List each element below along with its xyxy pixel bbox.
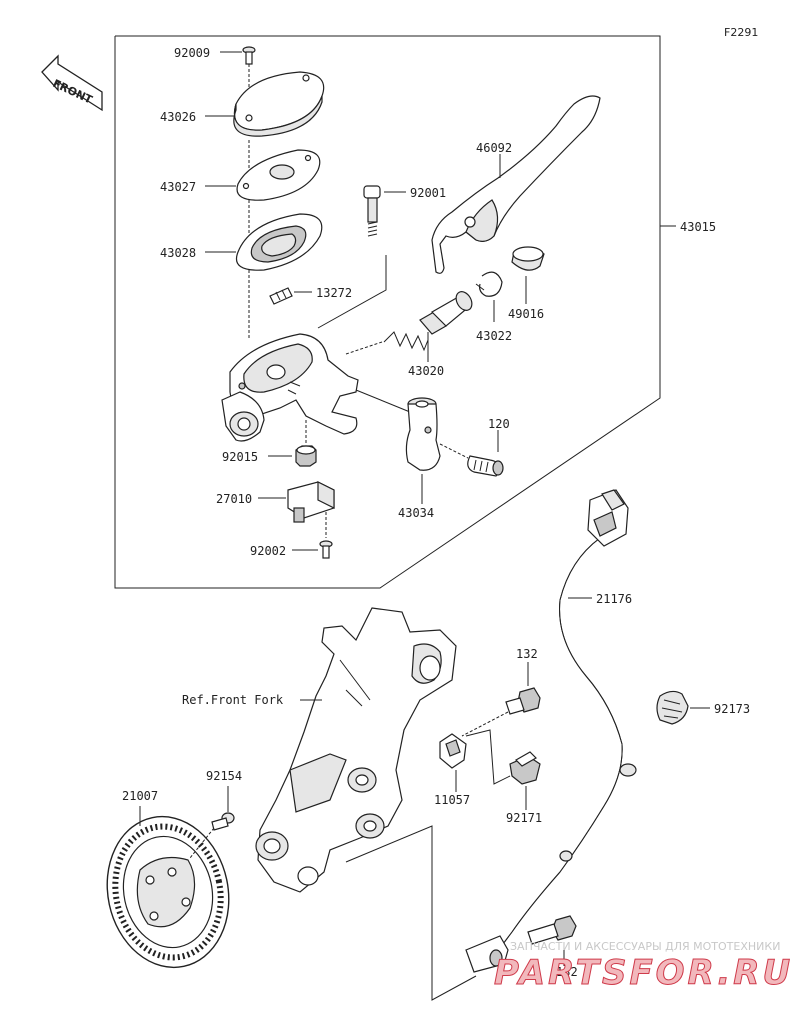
sensor-rotor-21007 <box>106 815 230 969</box>
callout-92173: 92173 <box>714 702 750 716</box>
front-fork-leg <box>255 607 457 893</box>
bracket-11057 <box>439 733 467 769</box>
callout-43027: 43027 <box>160 180 196 194</box>
figure-code: F2291 <box>724 26 758 39</box>
callout-49016: 49016 <box>508 307 544 321</box>
screw-92154 <box>211 812 235 831</box>
callout-43026: 43026 <box>160 110 196 124</box>
callout-92171: 92171 <box>506 811 542 825</box>
bolt-132-lower <box>527 915 577 945</box>
callout-132-upper: 132 <box>516 647 538 661</box>
abs-sensor-lead-21176 <box>465 489 637 973</box>
callout-92002: 92002 <box>250 544 286 558</box>
axis-bolt-92001 <box>317 255 387 329</box>
clamp-92173 <box>656 690 689 725</box>
axis-sensor-mount <box>465 729 511 785</box>
reservoir-cap-43026 <box>233 71 325 137</box>
axis-rotor-screw <box>189 827 215 859</box>
callout-92154: 92154 <box>206 769 242 783</box>
clip-13272 <box>269 287 293 305</box>
lever-46092 <box>431 95 601 274</box>
callout-120: 120 <box>488 417 510 431</box>
axis-body-clamp <box>355 389 411 413</box>
bolt-132-upper <box>505 687 541 715</box>
front-direction-badge: FRONT <box>41 54 103 112</box>
callout-92001: 92001 <box>410 186 446 200</box>
callout-21176: 21176 <box>596 592 632 606</box>
master-cylinder-body <box>221 333 359 442</box>
callout-132-lower: 132 <box>556 965 578 979</box>
circlip-43022 <box>475 271 503 297</box>
watermark-brand: PARTSFOR.RU <box>494 953 793 993</box>
nut-92015 <box>295 445 317 467</box>
callout-43020: 43020 <box>408 364 444 378</box>
watermark-tagline: ЗАПЧАСТИ И АКСЕССУАРЫ ДЛЯ МОТОТЕХНИКИ <box>510 940 780 953</box>
callout-43022: 43022 <box>476 329 512 343</box>
brake-switch-27010 <box>287 481 335 523</box>
plate-43027 <box>236 149 321 201</box>
callout-27010: 27010 <box>216 492 252 506</box>
sensor-clip-92171 <box>509 751 541 785</box>
pivot-collar-49016 <box>511 246 545 271</box>
callout-11057: 11057 <box>434 793 470 807</box>
callout-13272: 13272 <box>316 286 352 300</box>
axis-bolt-132-upper <box>461 711 509 737</box>
callout-21007: 21007 <box>122 789 158 803</box>
assembly-43015-outline <box>114 35 661 589</box>
piston-kit-43020 <box>383 291 473 352</box>
axis-piston <box>345 341 383 355</box>
callout-92009: 92009 <box>174 46 210 60</box>
callout-46092: 46092 <box>476 141 512 155</box>
callout-ref-front-fork: Ref.Front Fork <box>182 693 284 707</box>
axis-sensor-lead <box>345 825 477 1001</box>
diaphragm-43028 <box>236 213 323 271</box>
screw-92009 <box>242 46 256 65</box>
axis-bolt-120 <box>439 443 469 459</box>
bolt-92001 <box>363 185 381 237</box>
callout-43034: 43034 <box>398 506 434 520</box>
screw-92002 <box>319 540 333 559</box>
callout-43015: 43015 <box>680 220 716 234</box>
callout-92015: 92015 <box>222 450 258 464</box>
bolt-120 <box>467 455 504 477</box>
callout-43028: 43028 <box>160 246 196 260</box>
clamp-43034 <box>405 397 441 471</box>
